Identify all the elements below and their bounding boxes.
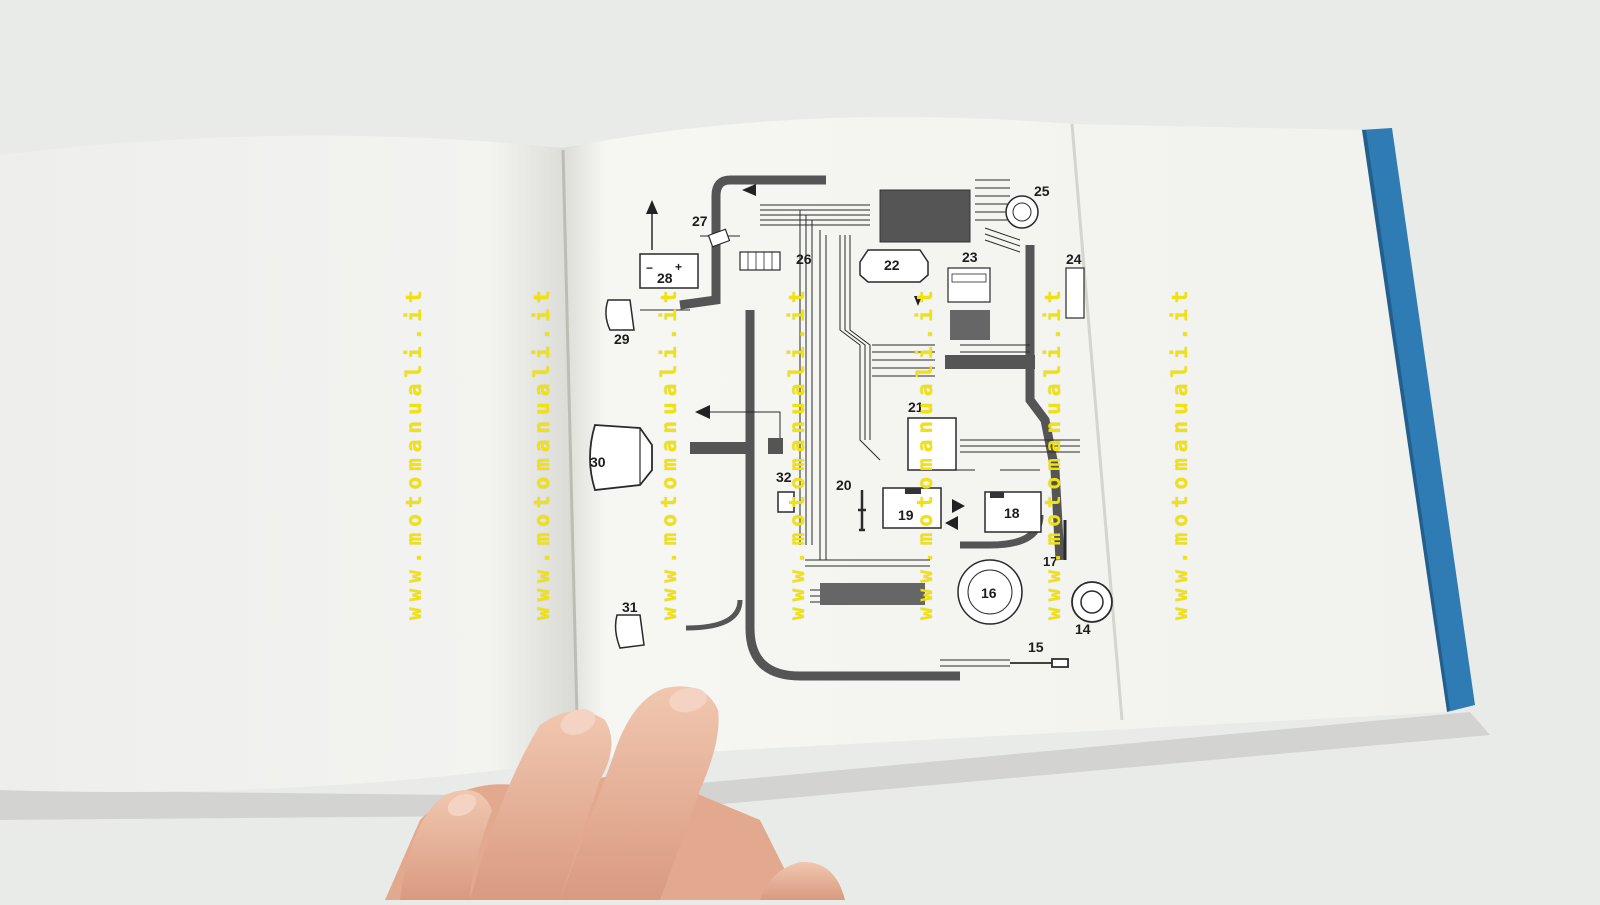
label-27: 27 — [692, 213, 708, 229]
foldout-seam — [1070, 123, 1124, 721]
arrow-down-22 — [914, 296, 922, 306]
label-19: 19 — [898, 507, 914, 523]
sensor-15 — [1010, 658, 1069, 668]
fingernail-2 — [560, 709, 596, 735]
wiring-diagram — [589, 175, 1113, 681]
component-24-shape — [1065, 267, 1085, 319]
watermark-4: www.motomanuali.it — [785, 284, 809, 620]
watermark-5: www.motomanuali.it — [913, 284, 937, 620]
watermark-3: www.motomanuali.it — [657, 284, 681, 620]
component-16-shape — [957, 559, 1023, 625]
arrow-left-18 — [945, 516, 958, 530]
label-14: 14 — [1075, 621, 1091, 637]
right-trunk — [1025, 245, 1065, 561]
label-16: 16 — [981, 585, 997, 601]
thin-wires — [640, 179, 1080, 667]
label-29: 29 — [614, 331, 630, 347]
arrow-right-19 — [952, 499, 965, 513]
relay-27 — [707, 228, 731, 248]
label-17: 17 — [1043, 554, 1057, 569]
watermark-7: www.motomanuali.it — [1168, 284, 1192, 620]
regulator-22 — [859, 249, 929, 283]
battery-minus-sign: − — [646, 261, 653, 275]
right-page — [562, 116, 1447, 761]
watermark-6: www.motomanuali.it — [1041, 284, 1065, 620]
horn-25 — [1005, 195, 1039, 229]
left-page — [0, 135, 578, 793]
blue-cover — [1360, 128, 1475, 712]
label-20: 20 — [836, 477, 852, 493]
label-28: 28 — [657, 270, 673, 286]
diagram-labels: 14 15 16 17 18 19 20 21 22 23 24 25 26 2… — [590, 183, 1091, 655]
label-24: 24 — [1066, 251, 1082, 267]
main-harness — [679, 175, 826, 310]
left-trunk — [745, 310, 960, 681]
label-25: 25 — [1034, 183, 1050, 199]
label-23: 23 — [962, 249, 978, 265]
label-15: 15 — [1028, 639, 1044, 655]
finger-3 — [560, 686, 719, 900]
component-21-shape — [907, 417, 957, 471]
battery-28 — [639, 253, 699, 289]
label-32: 32 — [776, 469, 792, 485]
watermark-1: www.motomanuali.it — [402, 284, 426, 620]
component-23-shape — [947, 267, 991, 303]
label-21: 21 — [908, 399, 924, 415]
finger-2 — [470, 711, 612, 900]
headlight-30 — [589, 424, 653, 491]
component-32-shape — [777, 491, 795, 513]
component-31-shape — [614, 614, 645, 649]
book-shadow — [0, 712, 1490, 820]
gutter-crease — [561, 149, 580, 759]
battery-plus-sign: + — [675, 260, 682, 274]
fingernail-3 — [669, 687, 707, 713]
label-22: 22 — [884, 257, 900, 273]
label-31: 31 — [622, 599, 638, 615]
component-20-shape — [858, 490, 866, 532]
watermark-2: www.motomanuali.it — [530, 284, 554, 620]
finger-4 — [760, 861, 845, 900]
label-26: 26 — [796, 251, 812, 267]
component-14-shape — [1071, 581, 1113, 623]
connector-block — [950, 310, 990, 340]
label-30: 30 — [590, 454, 606, 470]
harness-to-31 — [685, 599, 743, 631]
finger-1 — [400, 790, 492, 900]
hand — [385, 686, 845, 900]
component-19-shape — [882, 487, 942, 529]
component-18-shape — [984, 491, 1042, 533]
control-unit — [879, 189, 971, 243]
arrow-left-top — [742, 184, 756, 196]
fusebox-26 — [739, 251, 781, 271]
component-29-shape — [605, 299, 635, 331]
label-18: 18 — [1004, 505, 1020, 521]
arrow-left-30 — [695, 405, 710, 419]
fingernail-1 — [447, 793, 477, 817]
